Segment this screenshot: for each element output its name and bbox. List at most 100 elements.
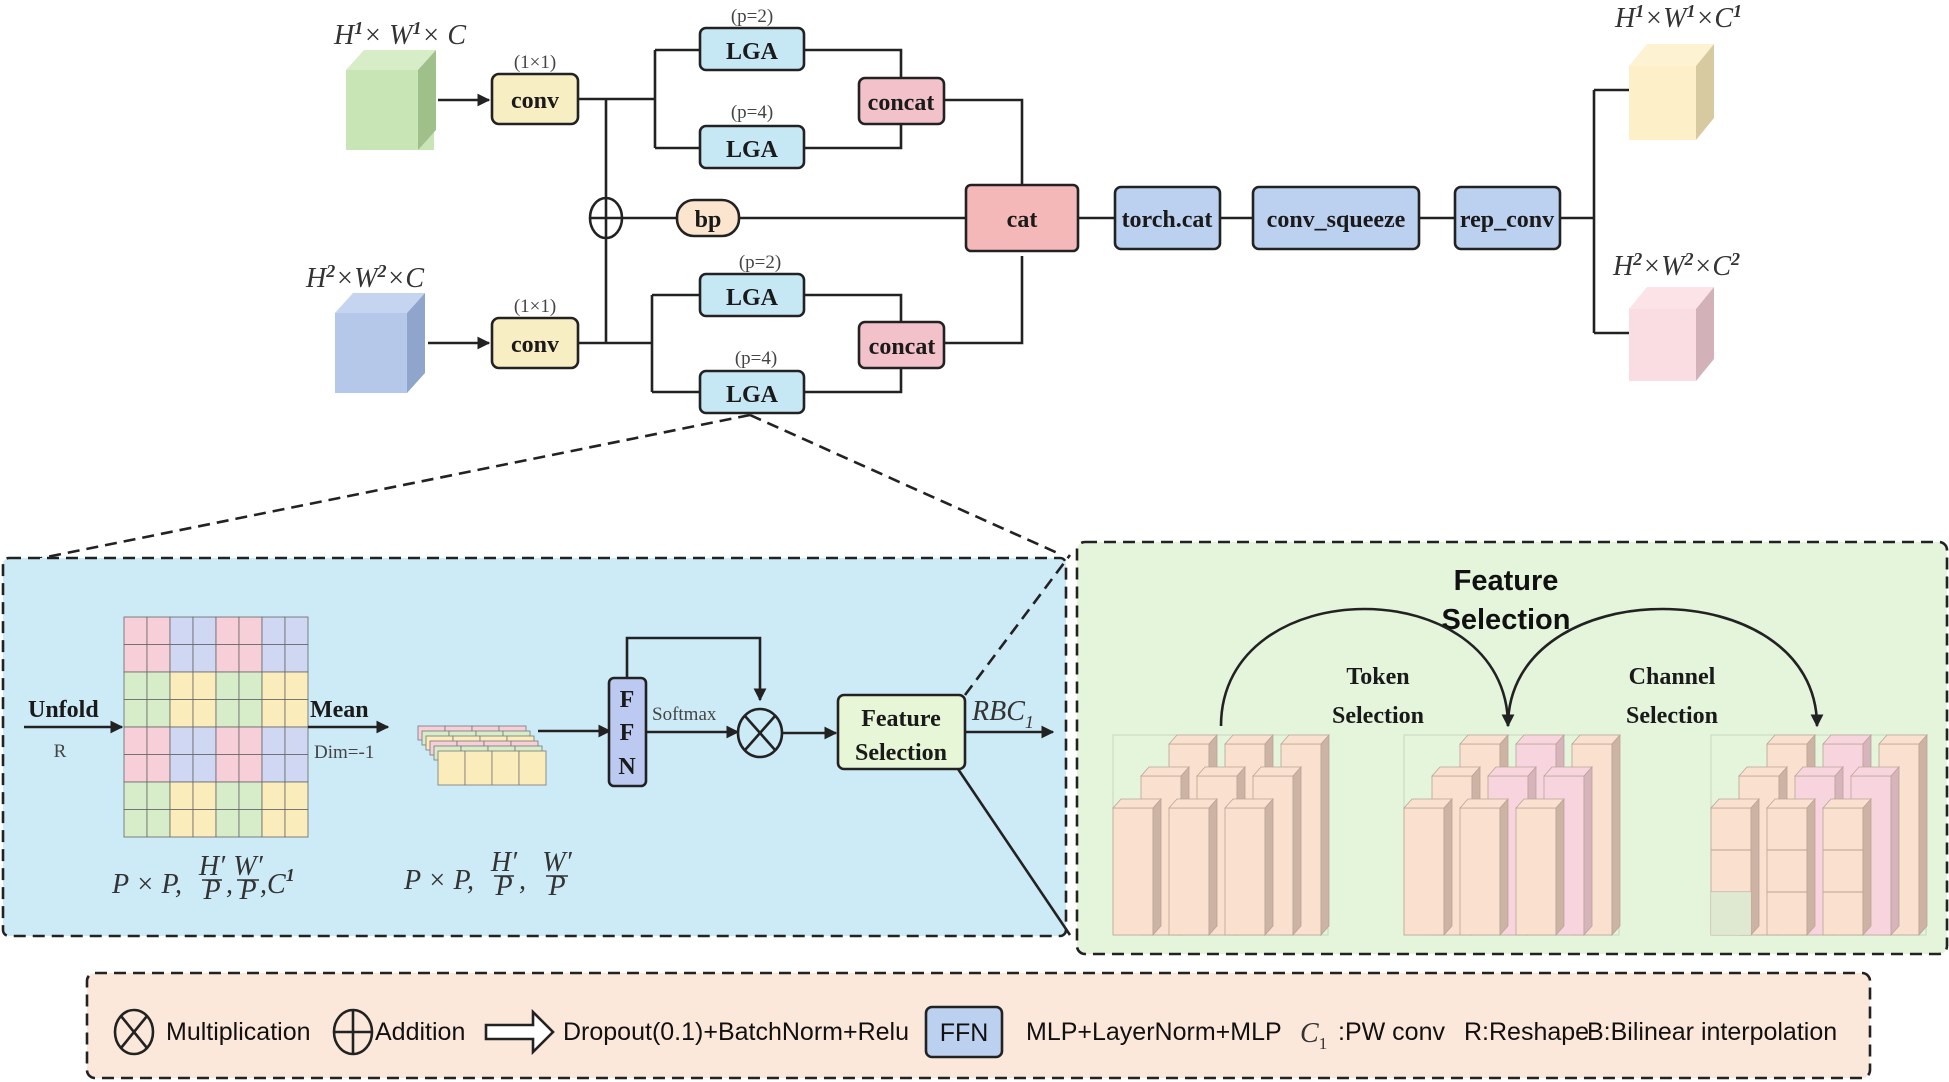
token-selection-label-2: Selection — [1332, 703, 1424, 729]
grid-cell — [192, 781, 217, 810]
concat-top-block[interactable]: concat — [857, 76, 946, 126]
conv-squeeze-block[interactable]: conv_squeeze — [1251, 185, 1421, 251]
dim-label: Dim=-1 — [314, 742, 374, 763]
bar-side — [1611, 733, 1621, 937]
legend-c1-desc: :PW conv — [1338, 1018, 1445, 1046]
ffn-block[interactable]: F F N — [607, 676, 648, 788]
bar-side — [1583, 765, 1593, 937]
lga-block-3[interactable]: LGA — [698, 272, 806, 318]
bar-front — [1822, 807, 1864, 936]
token-bars-selected — [1403, 733, 1621, 937]
softmax-label: Softmax — [652, 704, 717, 725]
cat-block[interactable]: cat — [964, 183, 1080, 253]
conv-top-block[interactable]: conv — [490, 72, 580, 126]
grid-cell — [169, 644, 194, 673]
lga-block-2[interactable]: LGA — [698, 124, 806, 170]
svg-text:W′: W′ — [233, 851, 263, 882]
feature-selection-box[interactable]: Feature Selection — [836, 693, 967, 771]
grid-cell — [284, 671, 309, 700]
svg-text:cat: cat — [1007, 207, 1038, 233]
lga-block-1[interactable]: LGA — [698, 26, 806, 72]
token-sheet-cell — [437, 750, 466, 786]
grid-cell — [169, 809, 194, 838]
rep-conv-block[interactable]: rep_conv — [1453, 185, 1562, 251]
channel-selection-arc — [1506, 607, 1824, 728]
bar-front — [1112, 807, 1154, 936]
bar-side — [1862, 797, 1872, 937]
svg-text:conv_squeeze: conv_squeeze — [1267, 207, 1406, 233]
legend-ffn-badge: FFN — [924, 1005, 1004, 1059]
svg-text:LGA: LGA — [726, 137, 779, 163]
svg-text:N: N — [618, 754, 636, 780]
bar-side — [1443, 797, 1453, 937]
bar-front — [1403, 807, 1445, 936]
grid-cell — [261, 754, 286, 783]
grid-cell — [169, 754, 194, 783]
bar-front — [1515, 807, 1557, 936]
bar-front — [1459, 807, 1501, 936]
svg-text:Selection: Selection — [855, 740, 947, 766]
grid-cell — [192, 754, 217, 783]
wire-concat-bottom-to-cat — [944, 256, 1024, 345]
output-cube-1 — [1629, 44, 1714, 140]
wire-concat-top-to-cat — [944, 98, 1024, 185]
grid-cell — [123, 754, 148, 783]
grid-cell — [215, 671, 240, 700]
svg-text:LGA: LGA — [726, 285, 779, 311]
bar-side — [1890, 765, 1900, 937]
grid-cell — [123, 699, 148, 728]
token-sheet-cell — [464, 750, 493, 786]
fs-panel-title-line2: Selection — [1442, 604, 1571, 636]
grid-cell — [123, 616, 148, 645]
bp-block[interactable]: bp — [675, 198, 741, 238]
concat-bottom-block[interactable]: concat — [857, 320, 946, 370]
lga-block-4[interactable]: LGA — [698, 369, 806, 415]
patch-grid — [123, 616, 309, 838]
bar-front — [1766, 807, 1808, 936]
token-selection-label-1: Token — [1346, 664, 1409, 690]
svg-text:bp: bp — [695, 207, 722, 233]
grid-cell — [284, 699, 309, 728]
wire-outputs — [1560, 88, 1629, 335]
bar-side — [1208, 797, 1218, 937]
grid-cell — [146, 754, 171, 783]
grid-cell — [261, 671, 286, 700]
grid-cell — [215, 726, 240, 755]
legend-addition: Addition — [375, 1018, 465, 1046]
grid-cell — [169, 781, 194, 810]
bar-side — [1555, 797, 1565, 937]
bar-side — [1806, 797, 1816, 937]
conv-top-annotation: (1×1) — [514, 52, 556, 73]
bar-green-segment — [1711, 892, 1751, 935]
torch-cat-block[interactable]: torch.cat — [1113, 185, 1222, 251]
svg-text:,: , — [226, 869, 233, 900]
svg-text:concat: concat — [868, 90, 935, 116]
grid-cell — [284, 726, 309, 755]
token-selection-arc — [1219, 607, 1515, 728]
grid-cell — [238, 726, 263, 755]
grid-cell — [284, 754, 309, 783]
svg-text:LGA: LGA — [726, 39, 779, 65]
bar-side — [1499, 797, 1509, 937]
bar-side — [1152, 797, 1162, 937]
grid-cell — [169, 671, 194, 700]
grid-cell — [238, 754, 263, 783]
grid-cell — [192, 726, 217, 755]
svg-text:P: P — [238, 875, 256, 906]
grid-cell — [261, 644, 286, 673]
svg-text:conv: conv — [511, 88, 559, 114]
input-cube-1 — [346, 50, 436, 150]
svg-text:concat: concat — [869, 334, 936, 360]
conv-bottom-annotation: (1×1) — [514, 296, 556, 317]
zoom-indicator-lines — [21, 413, 1063, 564]
fs-zoom-line-bottom — [956, 768, 1072, 936]
svg-text:F: F — [620, 720, 635, 746]
bar-side — [1264, 797, 1274, 937]
wire-top-lga-to-concat — [804, 48, 903, 150]
grid-cell — [261, 809, 286, 838]
grid-cell — [192, 809, 217, 838]
conv-bottom-block[interactable]: conv — [490, 316, 580, 370]
grid-cell — [215, 754, 240, 783]
svg-text:LGA: LGA — [726, 382, 779, 408]
grid-cell — [123, 781, 148, 810]
